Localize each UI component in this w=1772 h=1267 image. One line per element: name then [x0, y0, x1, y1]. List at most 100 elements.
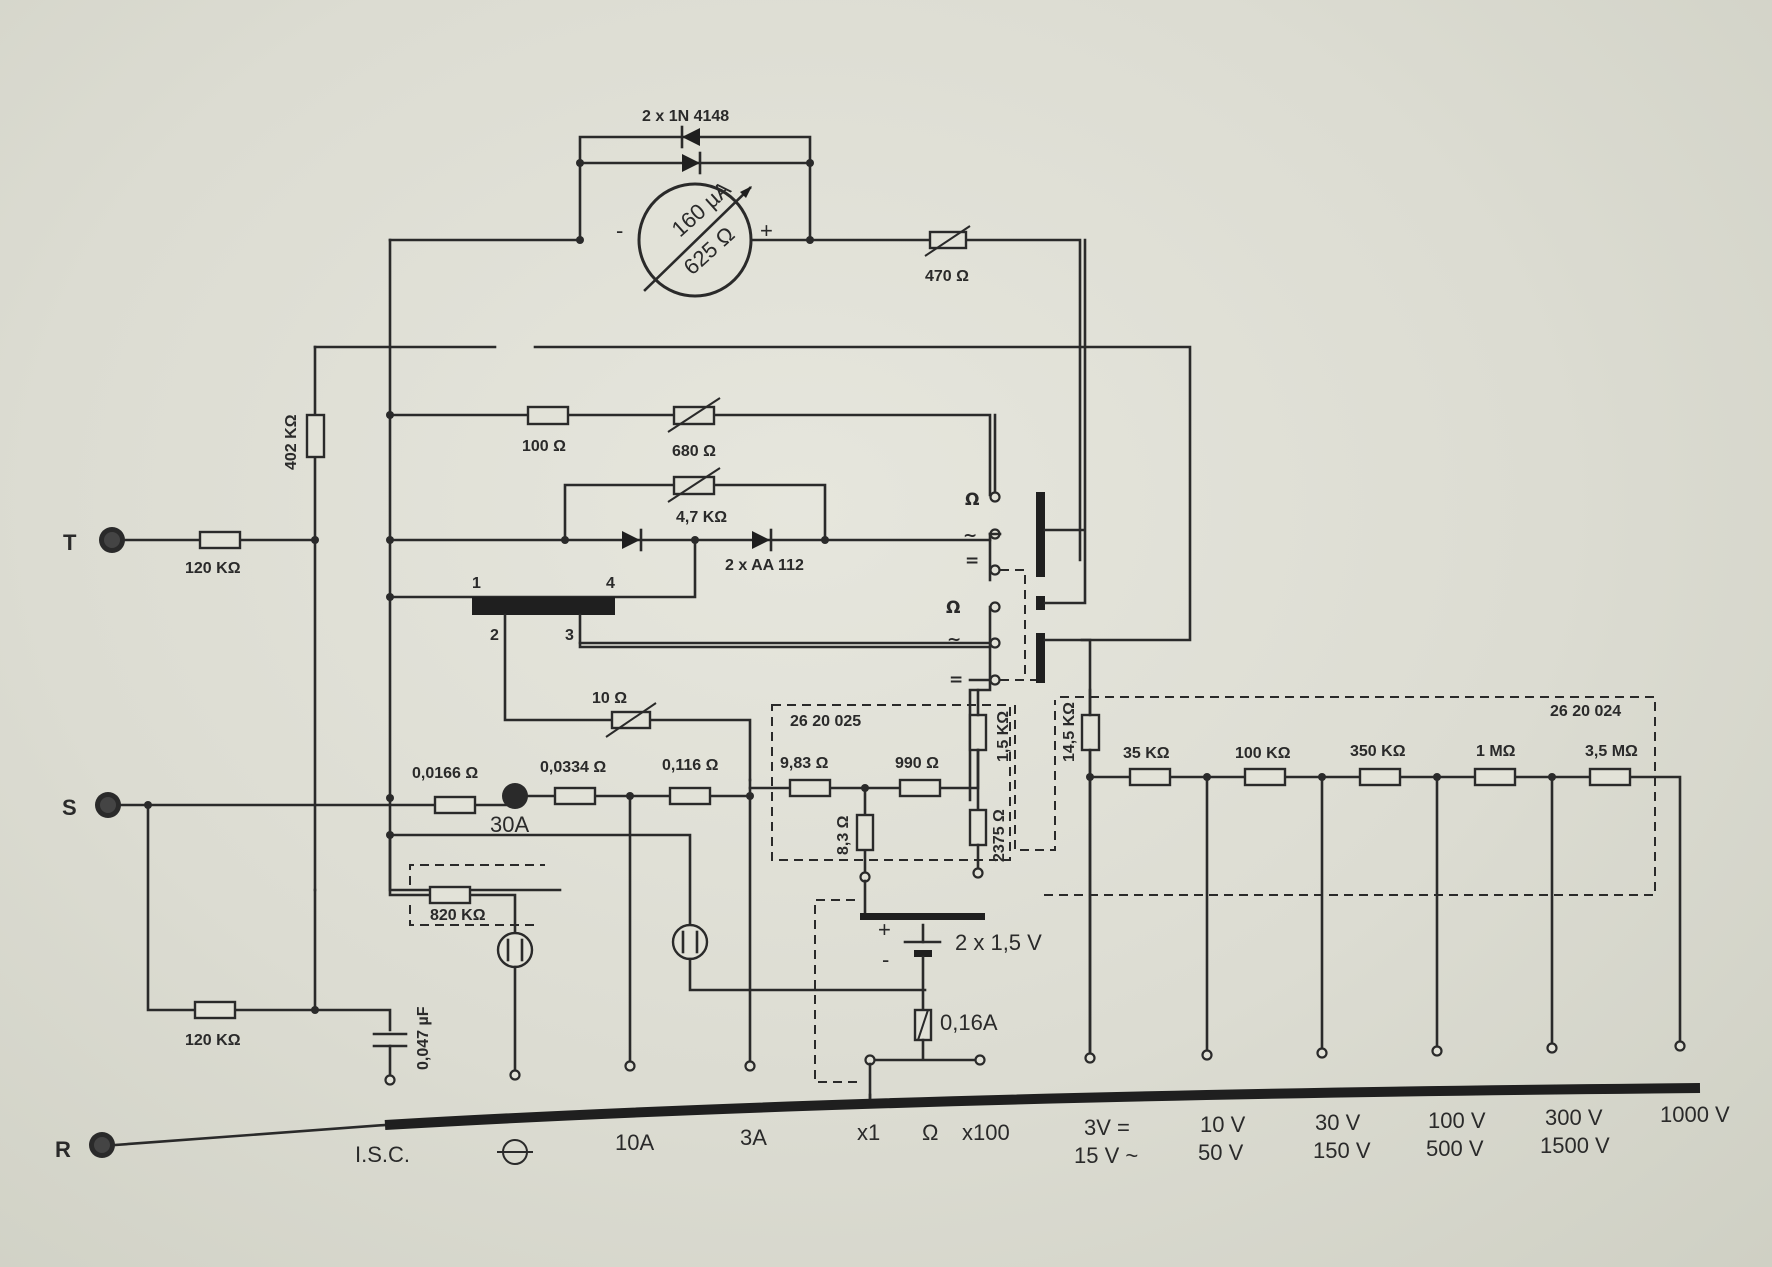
label-100: 100 Ω: [522, 438, 566, 455]
shunt-0-116: 0,116 Ω: [662, 757, 719, 806]
label-4k7: 4,7 KΩ: [676, 509, 727, 526]
label-680: 680 Ω: [672, 443, 716, 460]
range-x100: x100: [962, 1120, 1010, 1145]
range-labels: I.S.C. 10A 3A x1 Ω x100 3V = 15 V ~ 10 V…: [355, 1102, 1730, 1168]
label-820k: 820 KΩ: [430, 907, 486, 924]
label-shunt-1: 0,0166 Ω: [412, 765, 478, 782]
label-shunt-3: 0,116 Ω: [662, 757, 719, 774]
module-26-20-025: 26 20 025: [771, 704, 1011, 861]
range-30v: 30 V: [1315, 1110, 1361, 1135]
resistor-35k: 35 KΩ: [1123, 745, 1172, 787]
neon-lamp-2-icon: [671, 923, 709, 961]
resistor-8-3: 8,3 Ω: [835, 813, 875, 855]
meter-section: 160 µA 625 Ω - + 2 x 1N 4148 470 Ω: [388, 108, 1082, 562]
resistor-9-83: 9,83 Ω: [780, 755, 832, 798]
resistor-1k5: 1,5 KΩ: [968, 711, 1012, 762]
terminal-s[interactable]: S: [62, 792, 121, 820]
label-cap: 0,047 µF: [415, 1006, 432, 1070]
selector-arm[interactable]: [384, 1083, 1701, 1130]
label-8-3: 8,3 Ω: [835, 815, 852, 855]
capacitor-0-047: 0,047 µF: [372, 1006, 432, 1086]
range-100v: 100 V: [1428, 1108, 1486, 1133]
label-402k: 402 KΩ: [283, 414, 300, 470]
trimmer-680: 680 Ω: [667, 397, 721, 460]
meter-minus: -: [616, 218, 623, 243]
range-300v: 300 V: [1545, 1105, 1603, 1130]
label-9-83: 9,83 Ω: [780, 755, 829, 772]
label-35k: 35 KΩ: [1123, 745, 1170, 762]
resistor-990: 990 Ω: [895, 755, 942, 798]
range-500v: 500 V: [1426, 1136, 1484, 1161]
terminal-t[interactable]: T: [63, 527, 125, 555]
label-350k: 350 KΩ: [1350, 743, 1406, 760]
bridge-rectifier: 1 4 2 3: [472, 575, 615, 644]
range-3a: 3A: [740, 1125, 767, 1150]
meter-icon: 160 µA 625 Ω - +: [616, 176, 773, 298]
range-1000v: 1000 V: [1660, 1102, 1730, 1127]
resistor-120k-s: 120 KΩ: [185, 1000, 241, 1049]
switch-dc-2: =: [949, 670, 963, 690]
label-module-b: 26 20 024: [1550, 703, 1621, 720]
battery-minus: -: [882, 947, 889, 972]
neon-range-icon: [497, 1139, 533, 1165]
label-1k5: 1,5 KΩ: [995, 711, 1012, 762]
label-shunt-2: 0,0334 Ω: [540, 759, 606, 776]
fuse-30a-terminal[interactable]: 30A: [490, 783, 529, 837]
terminal-t-label: T: [63, 530, 77, 555]
range-10v: 10 V: [1200, 1112, 1246, 1137]
shunt-0-0334: 0,0334 Ω: [540, 759, 606, 806]
resistor-820k: 820 KΩ: [428, 885, 486, 924]
label-fuse-016: 0,16A: [940, 1010, 998, 1035]
switch-dc-1: =: [965, 551, 979, 571]
label-2375: 2375 Ω: [991, 809, 1008, 862]
range-1500v: 1500 V: [1540, 1133, 1610, 1158]
label-990: 990 Ω: [895, 755, 939, 772]
range-isc: I.S.C.: [355, 1142, 410, 1167]
resistor-100: 100 Ω: [522, 405, 570, 455]
battery-plus: +: [878, 917, 891, 942]
resistor-100k: 100 KΩ: [1235, 745, 1291, 787]
range-50v: 50 V: [1198, 1140, 1244, 1165]
range-ohm: Ω: [922, 1120, 938, 1145]
trimmer-4k7: 4,7 KΩ: [667, 467, 727, 526]
diode-aa112-a: [622, 528, 643, 552]
battery: + - 2 x 1,5 V: [860, 913, 1042, 1012]
diode-aa112-b: [752, 528, 773, 552]
module-26-20-024: 26 20 024: [1040, 696, 1656, 896]
range-3v: 3V =: [1084, 1115, 1130, 1140]
bridge-pin-2: 2: [490, 627, 499, 644]
label-module-a: 26 20 025: [790, 713, 861, 730]
label-100k: 100 KΩ: [1235, 745, 1291, 762]
label-120k-t: 120 KΩ: [185, 560, 241, 577]
range-150v: 150 V: [1313, 1138, 1371, 1163]
label-10: 10 Ω: [592, 690, 627, 707]
trimmer-470: 470 Ω: [924, 225, 971, 285]
switch-ac-2: ~: [947, 630, 961, 650]
label-battery: 2 x 1,5 V: [955, 930, 1042, 955]
switch-ohm-2: Ω: [946, 598, 960, 618]
resistor-120k-t: 120 KΩ: [185, 530, 242, 577]
label-diodes-top: 2 x 1N 4148: [642, 108, 729, 125]
diode-1n4148-b: [682, 151, 702, 175]
meter-plus: +: [760, 218, 773, 243]
terminal-r[interactable]: R: [55, 1132, 115, 1162]
label-120k-s: 120 KΩ: [185, 1032, 241, 1049]
resistor-350k: 350 KΩ: [1350, 743, 1406, 787]
switch-ac-1: ~: [963, 526, 977, 546]
terminal-r-label: R: [55, 1137, 71, 1162]
bridge-pin-1: 1: [472, 575, 481, 592]
resistor-1m: 1 MΩ: [1473, 743, 1517, 787]
fuse-0-16a: 0,16A: [913, 1008, 998, 1042]
resistor-3m5: 3,5 MΩ: [1585, 743, 1638, 787]
label-aa112: 2 x AA 112: [725, 557, 804, 574]
range-switch[interactable]: Ω ~ = Ω ~ =: [946, 238, 1092, 1057]
label-30a: 30A: [490, 812, 529, 837]
label-1m: 1 MΩ: [1476, 743, 1516, 760]
label-3m5: 3,5 MΩ: [1585, 743, 1638, 760]
diode-1n4148-a: [680, 125, 700, 149]
switch-ohm-1: Ω: [965, 490, 979, 510]
resistor-402k: 402 KΩ: [283, 413, 326, 470]
neon-lamp-1-icon: [496, 931, 534, 969]
